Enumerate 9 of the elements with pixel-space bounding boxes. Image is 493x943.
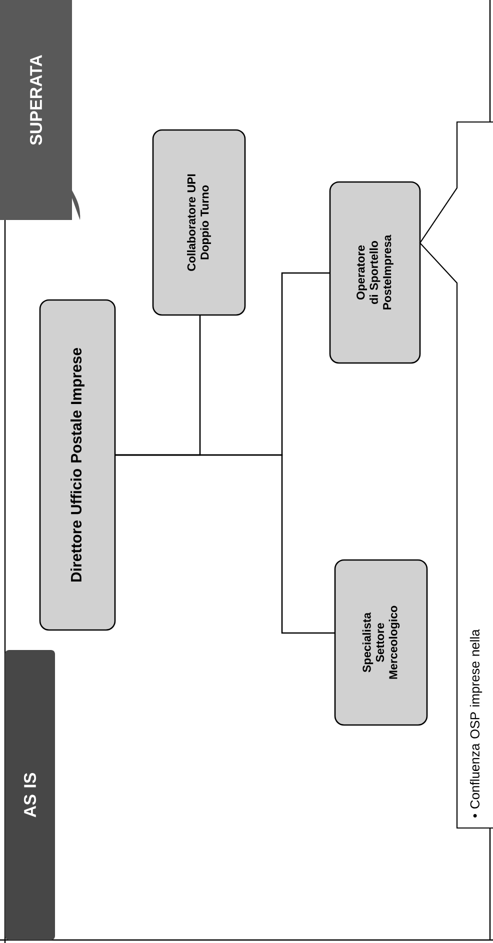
node-label: • Confluenza OSP imprese nella [470, 629, 482, 818]
callout-box: • Confluenza OSP imprese nella [419, 121, 493, 829]
role-box: Collaboratore UPI Doppio Turno [152, 129, 246, 316]
section-tab: SUPERATA [0, 0, 80, 220]
role-box: Specialista Settore Merceologico [334, 559, 428, 726]
role-box: Direttore Ufficio Postale Imprese [39, 299, 116, 631]
section-tab: AS IS [5, 650, 55, 940]
role-box: Operatore di Sportello PosteImpresa [329, 181, 421, 364]
connector-line [115, 454, 335, 634]
